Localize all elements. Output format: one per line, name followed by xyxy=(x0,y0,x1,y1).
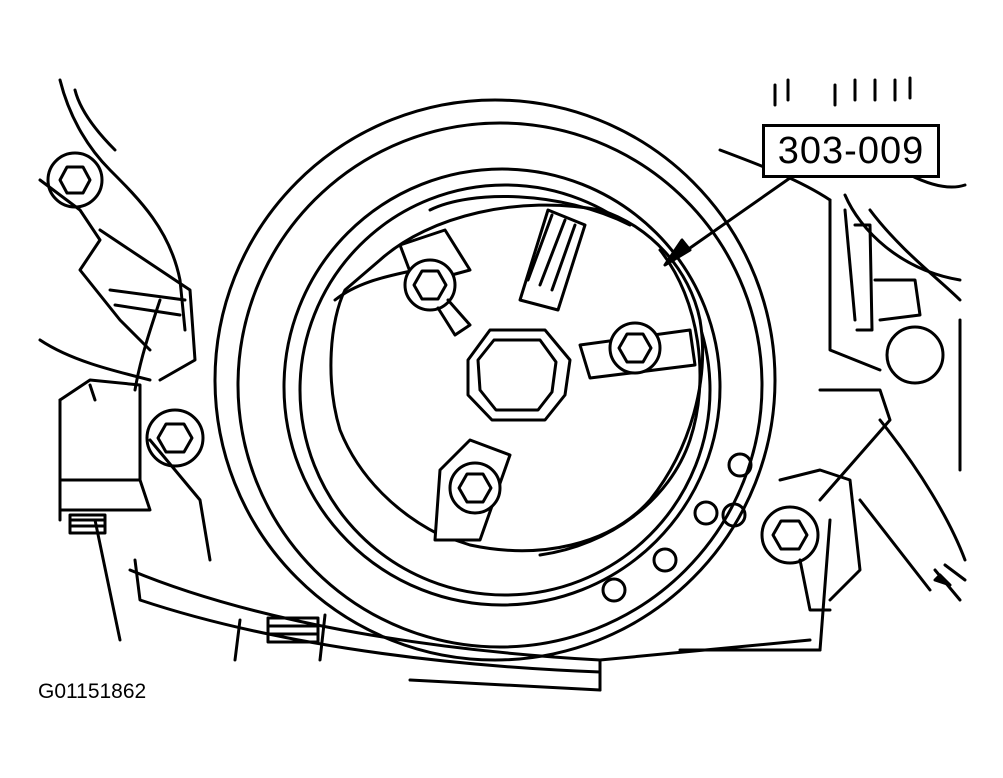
hex-bolt-mid-left xyxy=(147,410,203,466)
right-mounting-bracket xyxy=(780,200,920,610)
hex-bolt-lower-left xyxy=(70,515,105,533)
tool-bolt-right xyxy=(610,323,660,373)
figure-id-label: G01151862 xyxy=(38,680,147,703)
crankshaft-center-bolt xyxy=(468,330,570,420)
idler-round-right xyxy=(887,327,943,383)
hex-bolt-top-left xyxy=(48,153,102,207)
tool-number-callout: 303-009 xyxy=(762,124,940,178)
hex-bolt-right xyxy=(762,507,818,563)
crankshaft-pulley xyxy=(215,100,775,660)
tool-bolt-upper-left xyxy=(405,260,470,335)
callout-leader-arrow xyxy=(665,178,790,265)
left-mounting-bracket xyxy=(40,180,210,560)
tool-bolt-lower xyxy=(450,463,500,513)
hex-bolt-bottom xyxy=(268,618,318,642)
pulley-timing-holes xyxy=(603,454,751,601)
